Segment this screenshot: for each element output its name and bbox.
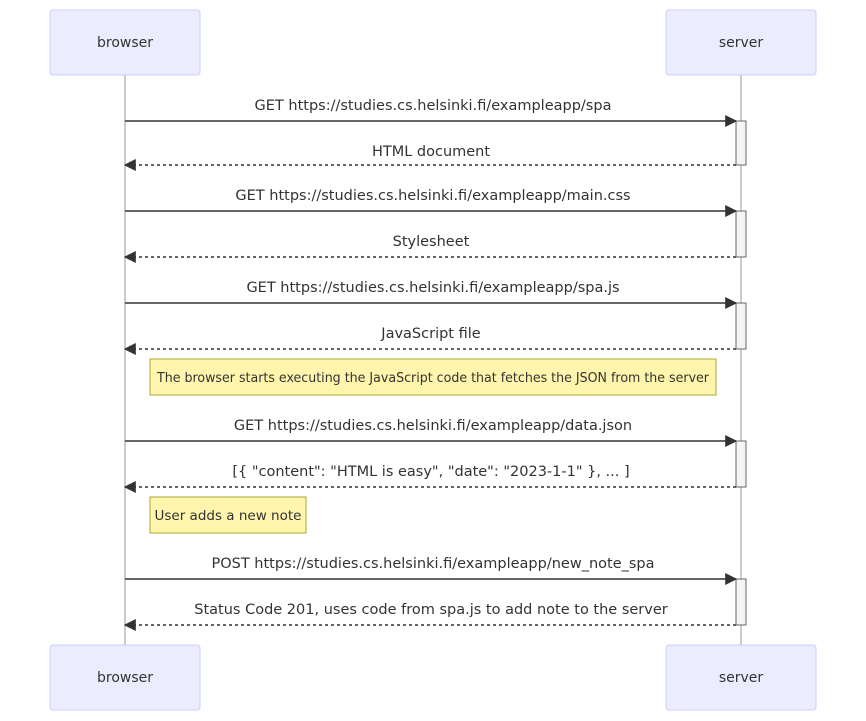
message-label: GET https://studies.cs.helsinki.fi/examp…: [234, 418, 632, 434]
actor-browser-bottom: browser: [49, 644, 201, 711]
note-browser-executes-js: The browser starts executing the JavaScr…: [149, 358, 717, 396]
activation-server: [735, 302, 747, 350]
message-get-spa-js: GET https://studies.cs.helsinki.fi/examp…: [125, 280, 738, 309]
message-get-spa: GET https://studies.cs.helsinki.fi/examp…: [125, 98, 738, 127]
message-javascript-file: JavaScript file: [123, 326, 736, 355]
actor-browser-label: browser: [97, 670, 153, 686]
activation-server: [735, 440, 747, 488]
message-label: POST https://studies.cs.helsinki.fi/exam…: [211, 556, 654, 572]
message-label: HTML document: [372, 144, 490, 160]
message-label: Status Code 201, uses code from spa.js t…: [194, 602, 667, 618]
actor-server-top: server: [665, 9, 817, 76]
activation-server: [735, 210, 747, 258]
message-stylesheet: Stylesheet: [123, 234, 736, 263]
actor-browser-top: browser: [49, 9, 201, 76]
activation-server: [735, 120, 747, 166]
message-label: [{ "content": "HTML is easy", "date": "2…: [232, 464, 629, 480]
message-get-main-css: GET https://studies.cs.helsinki.fi/examp…: [125, 188, 738, 217]
message-get-data-json: GET https://studies.cs.helsinki.fi/examp…: [125, 418, 738, 447]
note-text: The browser starts executing the JavaScr…: [156, 370, 709, 386]
message-label: GET https://studies.cs.helsinki.fi/examp…: [235, 188, 630, 204]
message-label: Stylesheet: [393, 234, 470, 250]
message-label: JavaScript file: [380, 326, 480, 342]
message-post-new-note-spa: POST https://studies.cs.helsinki.fi/exam…: [125, 556, 738, 585]
message-json-response: [{ "content": "HTML is easy", "date": "2…: [123, 464, 736, 493]
actor-server-label: server: [719, 35, 764, 51]
actor-server-bottom: server: [665, 644, 817, 711]
actor-browser-label: browser: [97, 35, 153, 51]
note-user-adds-note: User adds a new note: [149, 496, 307, 534]
activation-server: [735, 578, 747, 626]
message-label: GET https://studies.cs.helsinki.fi/examp…: [255, 98, 612, 114]
message-status-201: Status Code 201, uses code from spa.js t…: [123, 602, 736, 631]
actor-server-label: server: [719, 670, 764, 686]
note-text: User adds a new note: [155, 508, 302, 524]
message-label: GET https://studies.cs.helsinki.fi/examp…: [246, 280, 619, 296]
message-html-document: HTML document: [123, 144, 736, 171]
